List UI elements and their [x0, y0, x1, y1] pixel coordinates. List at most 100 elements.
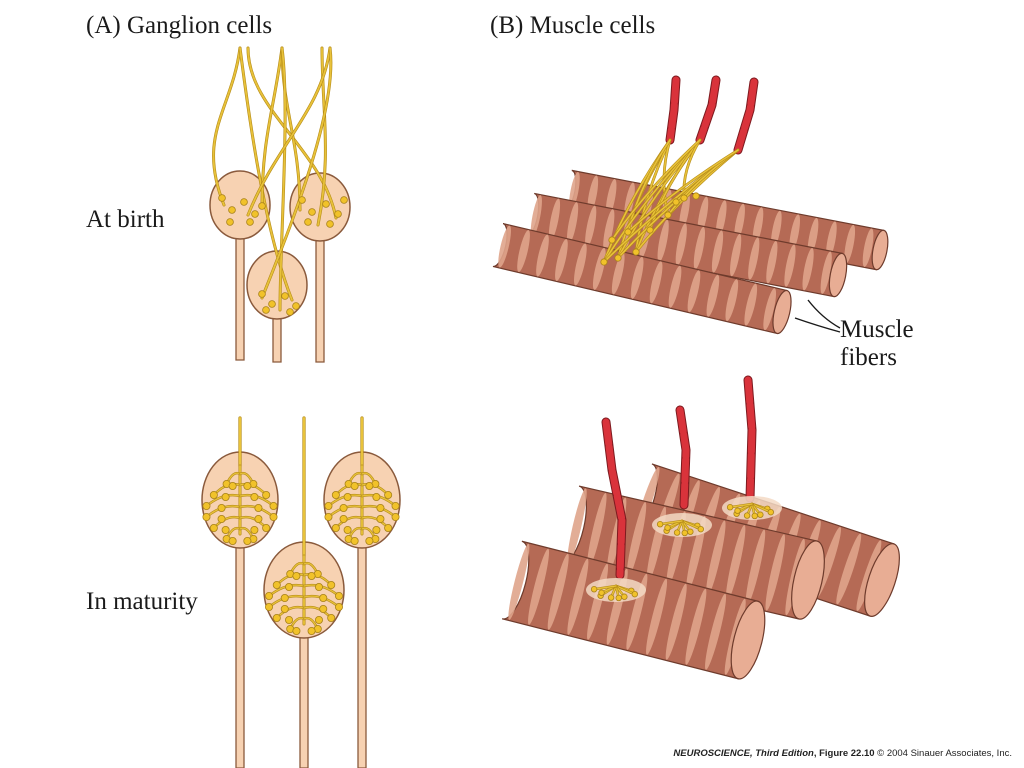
muscle-label-line1: Muscle	[840, 316, 914, 343]
synaptic-bouton	[285, 583, 294, 592]
synaptic-bouton	[269, 513, 278, 522]
fiber-stripe	[766, 240, 778, 284]
fiber-stripe	[498, 225, 511, 268]
fiber-end-cap	[730, 600, 766, 680]
synaptic-bouton	[621, 593, 628, 600]
synaptic-bouton	[258, 202, 266, 210]
synaptic-bouton	[221, 492, 230, 501]
synaptic-bouton	[265, 592, 274, 601]
footer-figure: , Figure 22.10	[813, 748, 875, 759]
mature-nerve-2	[675, 405, 691, 510]
fiber-stripe	[508, 543, 530, 620]
synaptic-bouton	[608, 236, 616, 244]
synaptic-bouton	[631, 590, 638, 598]
fiber-stripe	[748, 237, 760, 280]
synaptic-bouton	[226, 218, 234, 226]
fiber-stripe	[836, 533, 862, 605]
footer-copyright: © 2004 Sinauer Associates, Inc.	[874, 748, 1012, 759]
synaptic-bouton	[246, 218, 254, 226]
nerve-axon	[744, 376, 756, 502]
axon-branch	[659, 520, 683, 525]
fiber-stripe	[646, 578, 668, 655]
synaptic-bouton	[314, 583, 323, 592]
axon-branch	[729, 503, 753, 508]
footer-journal: NEUROSCIENCE	[673, 748, 750, 759]
synaptic-bouton	[680, 194, 688, 202]
synaptic-bouton	[280, 605, 289, 614]
axon-branch	[247, 47, 331, 216]
muscle-fiber-front	[492, 223, 792, 335]
synaptic-bouton	[314, 616, 323, 625]
synaptic-bouton	[202, 513, 211, 522]
synaptic-bouton	[209, 524, 218, 533]
synaptic-bouton	[365, 537, 374, 546]
fiber-stripe	[626, 502, 647, 579]
fiber-stripe	[587, 492, 607, 570]
cell-body	[209, 170, 271, 240]
fiber-stripe	[611, 252, 625, 295]
synaptic-bouton	[250, 526, 259, 535]
ganglion-cells-at-birth	[209, 46, 351, 363]
synaptic-bouton	[334, 592, 343, 601]
fiber-stripe	[536, 234, 549, 277]
fiber-stripe	[567, 558, 589, 635]
fiber-stripe	[649, 261, 663, 304]
fiber-stripe	[705, 593, 727, 670]
synaptic-bouton	[258, 290, 266, 298]
panel-b-title: (B) Muscle cells	[490, 12, 656, 39]
fiber-stripe	[706, 520, 726, 597]
synaptic-bouton	[331, 524, 340, 533]
synaptic-bouton	[281, 292, 289, 300]
mature-nerve-1	[601, 417, 627, 580]
synaptic-bouton	[209, 490, 218, 499]
synaptic-bouton	[767, 508, 774, 516]
pointer-line-lower	[794, 317, 841, 333]
synaptic-bouton	[598, 589, 605, 596]
synaptic-bouton	[307, 627, 316, 636]
fiber-end-cap	[864, 543, 900, 617]
synaptic-bouton	[726, 504, 734, 511]
synaptic-bouton	[681, 529, 688, 537]
synaptic-bouton	[319, 594, 328, 603]
synaptic-bouton	[590, 586, 598, 593]
synaptic-bouton	[632, 248, 640, 256]
axon-process	[235, 544, 245, 768]
fiber-stripe	[745, 529, 766, 607]
fiber-end-cap	[828, 252, 848, 298]
muscle-cells-at-birth	[492, 75, 889, 335]
synaptic-bouton	[286, 308, 294, 316]
synaptic-bouton	[292, 572, 301, 581]
ganglion-cell-center	[246, 250, 308, 363]
footer-edition: , Third Edition	[749, 748, 814, 759]
synaptic-bouton	[324, 501, 333, 510]
fiber-stripe	[685, 588, 707, 665]
synaptic-bouton	[697, 525, 704, 533]
nerve-axon	[602, 418, 626, 579]
synaptic-bouton	[334, 210, 342, 218]
mature-ganglion-cell-right	[323, 416, 401, 768]
axon-branch	[681, 520, 702, 530]
synaptic-bouton	[228, 537, 237, 546]
synaptic-bouton	[607, 594, 615, 601]
fiber-stripe	[528, 548, 550, 625]
synaptic-bouton	[251, 210, 259, 218]
synaptic-bouton	[331, 490, 340, 499]
synaptic-bouton	[202, 501, 211, 510]
fiber-stripe	[630, 256, 644, 299]
synaptic-bouton	[272, 581, 281, 590]
synaptic-bouton	[228, 206, 236, 214]
fiber-stripe	[657, 219, 669, 263]
synaptic-bouton	[646, 226, 654, 234]
synaptic-bouton	[656, 521, 664, 528]
synaptic-bouton	[391, 513, 400, 522]
endplate-3	[722, 496, 782, 520]
synaptic-bouton	[298, 196, 306, 204]
synaptic-bouton	[292, 627, 301, 636]
synaptic-bouton	[757, 511, 764, 518]
mature-ganglion-cell-left	[201, 416, 279, 768]
muscle-cells-in-maturity	[501, 375, 900, 680]
fiber-stripe	[725, 279, 739, 322]
endplate-2	[652, 513, 712, 537]
fiber-stripe	[548, 198, 561, 241]
synaptic-bouton	[343, 492, 352, 501]
